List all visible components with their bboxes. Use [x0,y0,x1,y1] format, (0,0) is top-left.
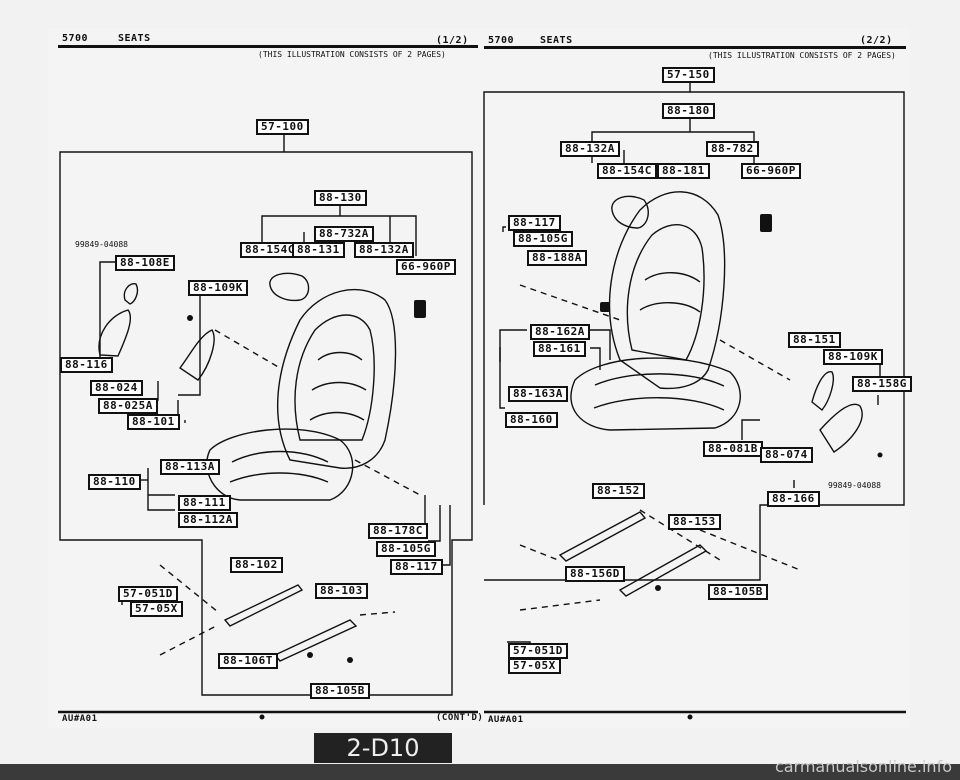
callout-88-105g: 88-105G [376,541,436,557]
callout-88-180: 88-180 [662,103,715,119]
callout-88-025a: 88-025A [98,398,158,414]
callout-88-117: 88-117 [390,559,443,575]
callout-88-105b-right: 88-105B [708,584,768,600]
callout-88-154c-right: 88-154C [597,163,657,179]
callout-57-05x-right: 57-05X [508,658,561,674]
callout-88-153: 88-153 [668,514,721,530]
page-tag: 2-D10 [314,733,452,763]
callout-88-106t: 88-106T [218,653,278,669]
callout-88-782: 88-782 [706,141,759,157]
callout-88-166: 88-166 [767,491,820,507]
right-assembly-frame [483,82,691,505]
callout-88-103: 88-103 [315,583,368,599]
callout-88-074: 88-074 [760,447,813,463]
callout-88-160: 88-160 [505,412,558,428]
callout-88-105b: 88-105B [310,683,370,699]
callout-88-132a-right: 88-132A [560,141,620,157]
right-header-rule [484,46,906,49]
callout-88-188a: 88-188A [527,250,587,266]
callout-88-158g: 88-158G [852,376,912,392]
callout-88-178c: 88-178C [368,523,428,539]
callout-88-154c: 88-154C [240,242,300,258]
part-number-note: 99849-04088 [75,240,128,249]
callout-66-960p: 66-960P [396,259,456,275]
left-header-rule [58,45,478,48]
left-footer-contd: (CONT'D) [436,713,484,723]
left-pages-note: (THIS ILLUSTRATION CONSISTS OF 2 PAGES) [258,50,446,59]
callout-88-132a: 88-132A [354,242,414,258]
callout-57-150: 57-150 [662,67,715,83]
callout-88-117-right: 88-117 [508,215,561,231]
callout-88-102: 88-102 [230,557,283,573]
part-number-note-right: 99849-04088 [828,481,881,490]
right-footer-code: AU#A01 [488,715,524,725]
callout-88-105g-right: 88-105G [513,231,573,247]
manual-sheet [48,28,910,728]
callout-88-162a: 88-162A [530,324,590,340]
right-section-title: SEATS [540,35,573,46]
callout-88-112a: 88-112A [178,512,238,528]
callout-57-100: 57-100 [256,119,309,135]
callout-57-051d: 57-051D [118,586,178,602]
watermark: carmanualsonline.info [774,757,952,776]
left-section-title: SEATS [118,33,151,44]
callout-88-113a: 88-113A [160,459,220,475]
callout-88-109k: 88-109K [188,280,248,296]
callout-88-116: 88-116 [60,357,113,373]
callout-88-081b: 88-081B [703,441,763,457]
callout-88-024: 88-024 [90,380,143,396]
right-section-code: 5700 [488,35,515,46]
callout-88-111: 88-111 [178,495,231,511]
right-page-number: (2/2) [860,35,893,46]
left-section-code: 5700 [62,33,89,44]
callout-88-101: 88-101 [127,414,180,430]
bottom-scan-strip [0,764,960,780]
callout-88-151: 88-151 [788,332,841,348]
left-page-number: (1/2) [436,35,469,46]
right-pages-note: (THIS ILLUSTRATION CONSISTS OF 2 PAGES) [708,51,896,60]
callout-88-181: 88-181 [657,163,710,179]
callout-88-152: 88-152 [592,483,645,499]
callout-88-130: 88-130 [314,190,367,206]
callout-88-131: 88-131 [292,242,345,258]
callout-88-732a: 88-732A [314,226,374,242]
callout-57-051d-right: 57-051D [508,643,568,659]
callout-88-156d: 88-156D [565,566,625,582]
left-footer-code: AU#A01 [62,714,98,724]
callout-88-108e: 88-108E [115,255,175,271]
callout-88-163a: 88-163A [508,386,568,402]
left-assembly-frame [59,135,473,696]
callout-57-05x: 57-05X [130,601,183,617]
callout-88-161: 88-161 [533,341,586,357]
callout-88-109k-right: 88-109K [823,349,883,365]
callout-66-960p-right: 66-960P [741,163,801,179]
callout-88-110: 88-110 [88,474,141,490]
